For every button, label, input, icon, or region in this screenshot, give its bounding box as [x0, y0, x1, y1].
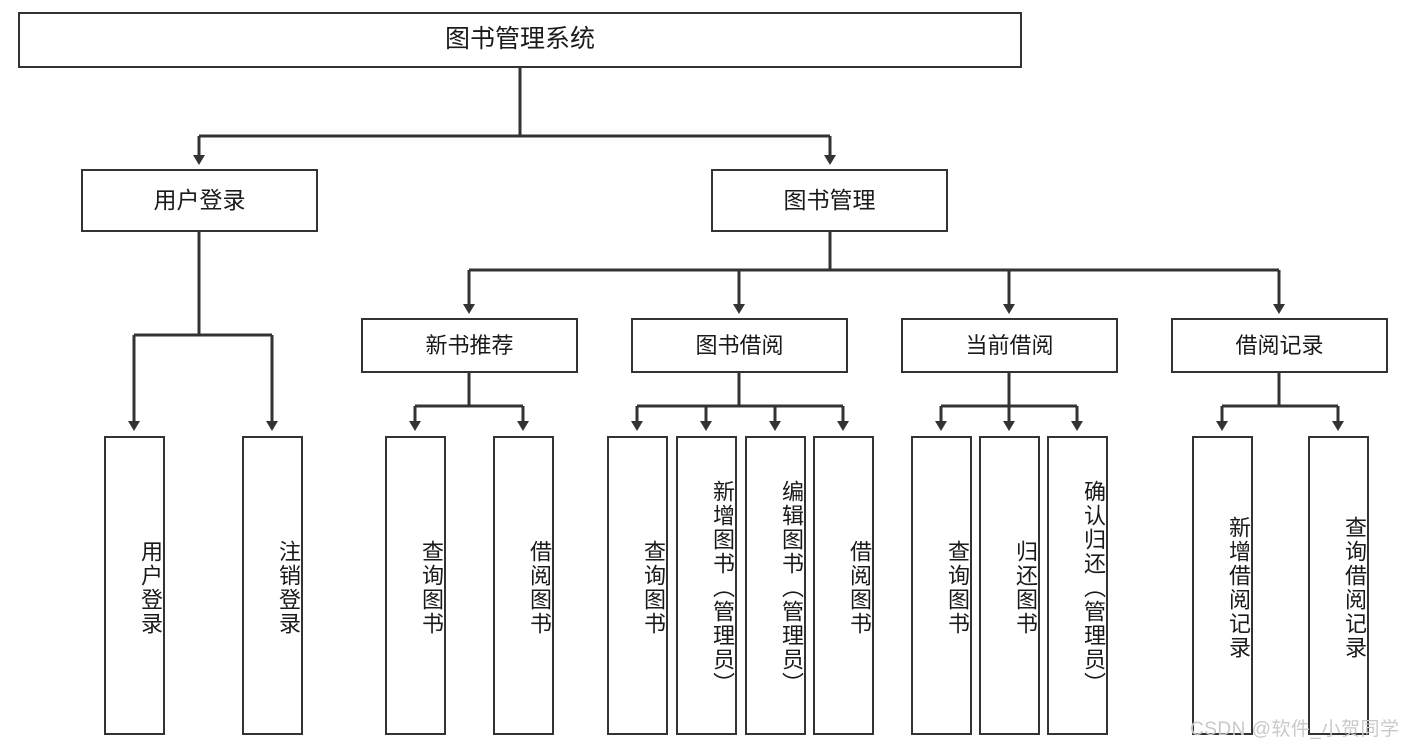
node-new-book-recommend-label: 新书推荐: [425, 332, 514, 358]
leaf-bb-borrow-book-label: 借阅图书: [847, 539, 872, 636]
node-root-label: 图书管理系统: [444, 25, 595, 54]
leaf-bb-query-book-label: 查询图书: [641, 539, 666, 636]
node-root[interactable]: 图书管理系统: [18, 12, 1022, 68]
leaf-cb-query-book-label: 查询图书: [945, 539, 970, 636]
node-book-borrow-label: 图书借阅: [695, 332, 784, 358]
node-book-management-label: 图书管理: [783, 186, 876, 213]
leaf-nb-query-book[interactable]: 查询图书: [385, 436, 446, 735]
leaf-nb-query-book-label: 查询图书: [419, 539, 444, 636]
leaf-bb-query-book[interactable]: 查询图书: [607, 436, 668, 735]
node-book-management[interactable]: 图书管理: [711, 169, 948, 232]
node-current-borrow[interactable]: 当前借阅: [901, 318, 1118, 373]
node-user-login[interactable]: 用户登录: [81, 169, 318, 232]
leaf-bb-borrow-book[interactable]: 借阅图书: [813, 436, 874, 735]
leaf-bb-add-book[interactable]: 新增图书（管理员）: [676, 436, 737, 735]
node-new-book-recommend[interactable]: 新书推荐: [361, 318, 578, 373]
node-book-borrow[interactable]: 图书借阅: [631, 318, 848, 373]
leaf-bb-edit-book[interactable]: 编辑图书（管理员）: [745, 436, 806, 735]
csdn-watermark: CSDN @软件_小贺同学: [1190, 719, 1400, 740]
leaf-cb-return-book-label: 归还图书: [1013, 539, 1038, 636]
leaf-user-login[interactable]: 用户登录: [104, 436, 165, 735]
leaf-cb-return-book[interactable]: 归还图书: [979, 436, 1040, 735]
leaf-cb-query-book[interactable]: 查询图书: [911, 436, 972, 735]
leaf-cb-confirm-return-label: 确认归还（管理员）: [1081, 479, 1106, 696]
leaf-br-add-record[interactable]: 新增借阅记录: [1192, 436, 1253, 735]
leaf-user-login-label: 用户登录: [138, 539, 163, 636]
leaf-logout[interactable]: 注销登录: [242, 436, 303, 735]
node-user-login-label: 用户登录: [153, 186, 246, 213]
leaf-bb-add-book-label: 新增图书（管理员）: [710, 479, 735, 696]
node-borrow-records-label: 借阅记录: [1235, 332, 1324, 358]
leaf-br-query-record[interactable]: 查询借阅记录: [1308, 436, 1369, 735]
leaf-nb-borrow-book-label: 借阅图书: [527, 539, 552, 636]
leaf-br-add-record-label: 新增借阅记录: [1226, 515, 1251, 660]
leaf-nb-borrow-book[interactable]: 借阅图书: [493, 436, 554, 735]
leaf-logout-label: 注销登录: [276, 539, 301, 636]
leaf-br-query-record-label: 查询借阅记录: [1342, 515, 1367, 660]
node-current-borrow-label: 当前借阅: [965, 332, 1054, 358]
leaf-cb-confirm-return[interactable]: 确认归还（管理员）: [1047, 436, 1108, 735]
leaf-bb-edit-book-label: 编辑图书（管理员）: [779, 479, 804, 696]
node-borrow-records[interactable]: 借阅记录: [1171, 318, 1388, 373]
